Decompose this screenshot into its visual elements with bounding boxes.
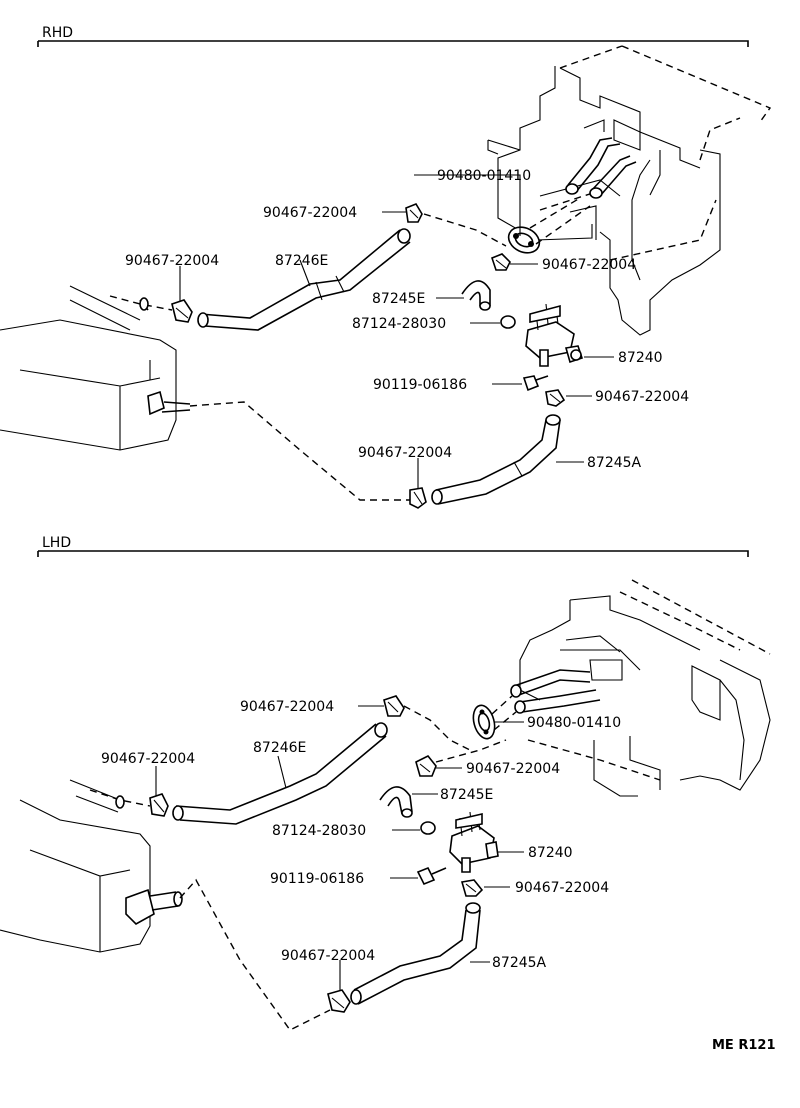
rhd-label-90119-06186: 90119-06186 [373, 377, 467, 393]
lhd-hose-87245e [379, 786, 413, 818]
lhd-o-ring [420, 821, 436, 835]
lhd-label-87246e: 87246E [253, 740, 306, 756]
rhd-bolt [522, 375, 549, 392]
lhd-label-90119-06186: 90119-06186 [270, 871, 364, 887]
rhd-label-87245e: 87245E [372, 291, 425, 307]
rhd-clamp-bottom [409, 487, 427, 509]
lhd-label-87245a: 87245A [492, 955, 547, 971]
lhd-label-87124-28030: 87124-28030 [272, 823, 366, 839]
rhd-label-87246e: 87246E [275, 253, 328, 269]
lhd-section-bracket [37, 550, 749, 557]
rhd-label-90467-22004-valve: 90467-22004 [595, 389, 689, 405]
lhd-label-87240: 87240 [528, 845, 573, 861]
lhd-label-87245e: 87245E [440, 787, 493, 803]
rhd-label-90467-22004-left: 90467-22004 [125, 253, 219, 269]
rhd-section: RHD [0, 25, 772, 509]
rhd-clamp-valve [545, 389, 566, 407]
lhd-section-title: LHD [42, 535, 71, 551]
rhd-clamp-right [491, 253, 511, 271]
rhd-clamp-left [171, 299, 193, 323]
lhd-label-90467-22004-bottom: 90467-22004 [281, 948, 375, 964]
rhd-grommet [507, 226, 541, 254]
rhd-water-valve [525, 303, 584, 367]
rhd-label-87240: 87240 [618, 350, 663, 366]
lhd-label-90467-22004-right: 90467-22004 [466, 761, 560, 777]
rhd-label-90467-22004-top: 90467-22004 [263, 205, 357, 221]
lhd-clamp-right [415, 754, 437, 777]
rhd-label-90480-01410: 90480-01410 [437, 168, 531, 184]
rhd-hose-87245a [431, 414, 561, 505]
rhd-heater-core [0, 285, 191, 451]
lhd-heater-unit [510, 579, 771, 797]
lhd-clamp-bottom [327, 989, 351, 1013]
rhd-label-87124-28030: 87124-28030 [352, 316, 446, 332]
rhd-o-ring [500, 315, 516, 329]
rhd-heater-unit [487, 45, 772, 336]
lhd-clamp-valve [460, 879, 484, 897]
lhd-bolt [416, 866, 447, 886]
rhd-clamp-top [405, 203, 423, 223]
rhd-label-87245a: 87245A [587, 455, 642, 471]
lhd-clamp-left [149, 793, 169, 817]
lhd-hose-87245a [350, 902, 481, 1005]
lhd-water-valve [449, 811, 499, 873]
rhd-section-title: RHD [42, 25, 73, 41]
rhd-hose-87246e [197, 228, 411, 331]
lhd-hose-87246e [172, 722, 388, 825]
lhd-label-90480-01410: 90480-01410 [527, 715, 621, 731]
lhd-grommet [472, 704, 496, 740]
rhd-hose-87245e [461, 280, 491, 311]
rhd-label-90467-22004-bottom: 90467-22004 [358, 445, 452, 461]
rhd-section-bracket [37, 40, 749, 47]
figure-code: ME R121 [712, 1038, 776, 1053]
lhd-label-90467-22004-valve: 90467-22004 [515, 880, 609, 896]
lhd-heater-core [0, 779, 183, 953]
lhd-clamp-top [383, 695, 405, 717]
lhd-section: LHD [0, 535, 771, 1031]
lhd-label-90467-22004-top: 90467-22004 [240, 699, 334, 715]
rhd-label-90467-22004-right: 90467-22004 [542, 257, 636, 273]
lhd-label-90467-22004-left: 90467-22004 [101, 751, 195, 767]
